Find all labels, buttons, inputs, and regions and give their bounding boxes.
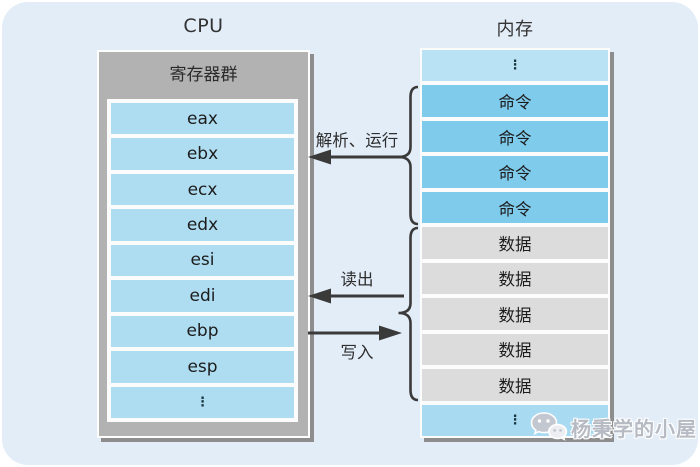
wechat-bubbles-icon (530, 412, 568, 441)
memory-cell-command: 命令 (422, 156, 608, 188)
memory-column: ⋮ 命令 命令 命令 命令 数据 数据 数据 数据 数据 ⋮ (420, 48, 610, 438)
watermark-text: 杨秉学的小屋 (571, 416, 697, 441)
register-cell-edx: edx (111, 209, 294, 241)
memory-cell-ellipsis-bottom: ⋮ (422, 404, 608, 436)
memory-title: 内存 (496, 19, 534, 40)
memory-cell-data: 数据 (422, 262, 608, 295)
parse-run-label: 解析、运行 (315, 131, 399, 150)
write-label: 写入 (340, 343, 374, 362)
memory-cell-data: 数据 (422, 369, 608, 401)
register-cell-eax: eax (111, 103, 294, 135)
cpu-title: CPU (183, 15, 224, 37)
register-cell-ecx: ecx (111, 173, 294, 206)
register-cell-ebx: ebx (111, 138, 294, 170)
register-cell-ellipsis: ⋮ (111, 386, 294, 418)
memory-cell-command: 命令 (422, 120, 608, 153)
memory-cell-data: 数据 (422, 298, 608, 330)
read-label: 读出 (340, 270, 374, 289)
register-group-label: 寄存器群 (169, 65, 238, 85)
memory-cell-command: 命令 (422, 85, 608, 117)
watermark: 杨秉学的小屋 (530, 411, 697, 443)
memory-cell-data: 数据 (422, 333, 608, 366)
memory-cell-data: 数据 (422, 227, 608, 259)
register-cell-esp: esp (111, 351, 294, 383)
register-cell-esi: esi (111, 244, 294, 277)
register-list: eax ebx ecx edx esi edi ebp esp ⋮ (107, 99, 298, 422)
register-cell-edi: edi (111, 280, 294, 312)
register-cell-ebp: ebp (111, 315, 294, 348)
memory-cell-command: 命令 (422, 191, 608, 224)
memory-cell-ellipsis-top: ⋮ (422, 50, 608, 82)
